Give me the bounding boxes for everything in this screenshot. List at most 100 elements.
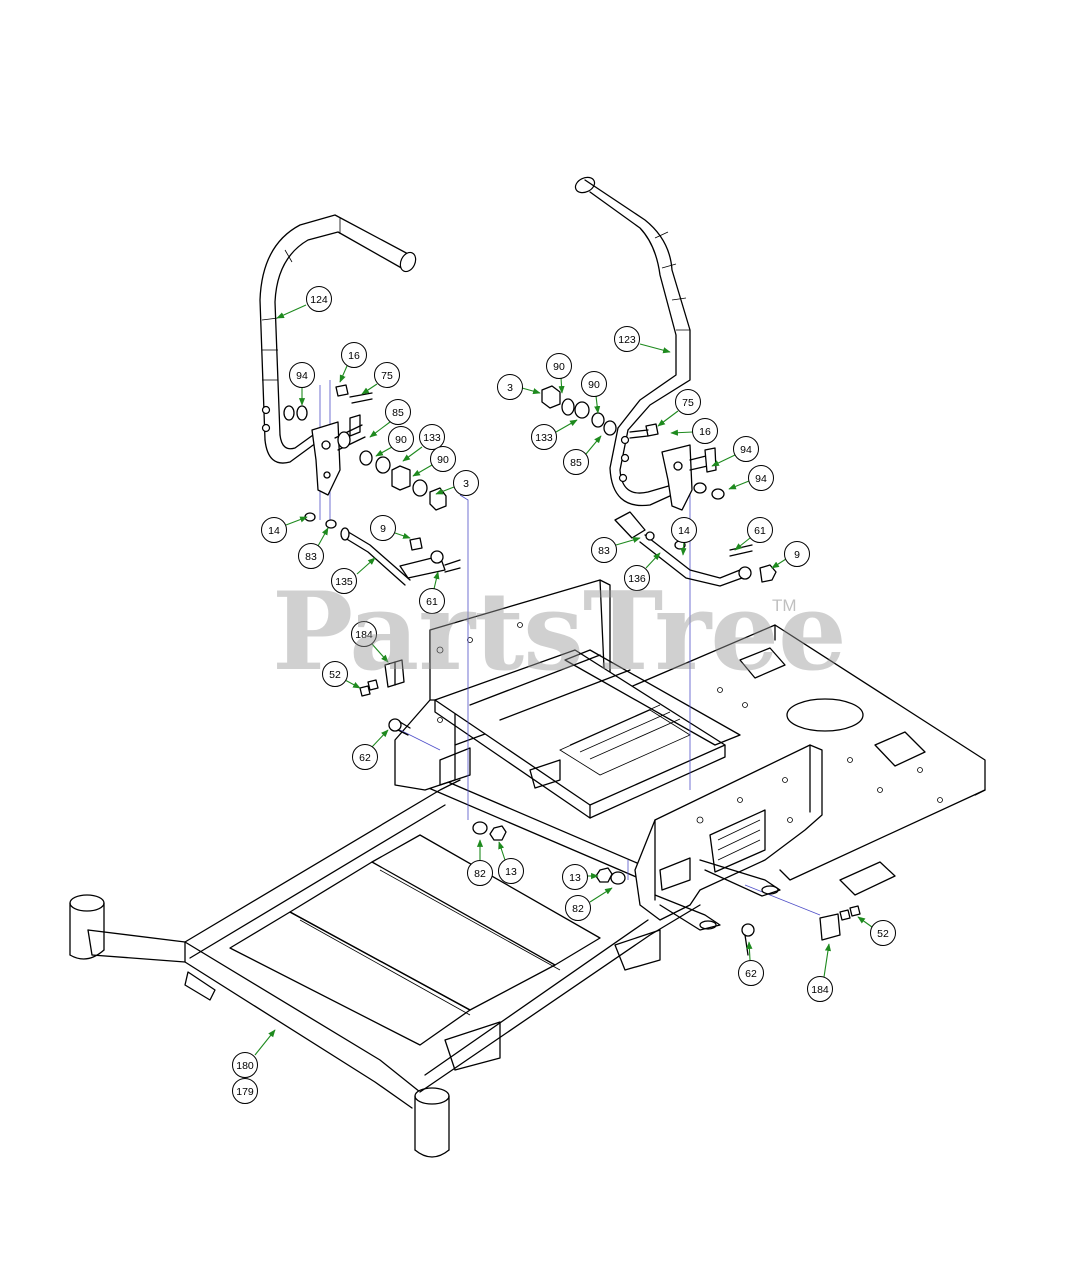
- callout-arrow: [711, 454, 736, 467]
- callout-62[interactable]: 62: [738, 941, 764, 986]
- interlock-switch-left: [359, 659, 405, 697]
- callout-82[interactable]: 82: [467, 839, 493, 886]
- callout-62[interactable]: 62: [352, 729, 389, 770]
- callout-label: 184: [811, 984, 829, 996]
- callout-label: 14: [268, 525, 280, 537]
- callout-circle: [306, 286, 332, 312]
- callout-180[interactable]: 180: [232, 1029, 276, 1078]
- callout-circle: [784, 541, 810, 567]
- frame-assembly: [69, 769, 701, 1158]
- callout-label: 94: [740, 444, 752, 456]
- callout-179[interactable]: 179: [232, 1078, 258, 1104]
- callout-label: 90: [553, 361, 565, 373]
- callout-arrow: [412, 464, 433, 477]
- callout-arrow: [344, 679, 361, 689]
- left-control-lever: [259, 214, 417, 496]
- callout-label: 90: [588, 379, 600, 391]
- callout-13[interactable]: 13: [562, 864, 599, 890]
- callout-arrow: [657, 410, 679, 427]
- callout-circle: [562, 864, 588, 890]
- callout-circle: [419, 424, 445, 450]
- callout-label: 136: [628, 573, 646, 585]
- callout-3[interactable]: 3: [435, 470, 479, 496]
- callout-133[interactable]: 133: [402, 424, 445, 462]
- callout-85[interactable]: 85: [563, 435, 602, 475]
- callout-arrow: [285, 516, 308, 526]
- callout-label: 180: [236, 1060, 254, 1072]
- callout-label: 52: [329, 669, 341, 681]
- callout-90[interactable]: 90: [412, 446, 456, 477]
- callout-9[interactable]: 9: [771, 541, 810, 569]
- right-hardware: [541, 385, 777, 587]
- callout-83[interactable]: 83: [298, 527, 329, 569]
- callout-arrow: [402, 446, 423, 462]
- callout-circle: [351, 621, 377, 647]
- callout-9[interactable]: 9: [370, 515, 411, 541]
- callout-circle: [498, 858, 524, 884]
- callout-82[interactable]: 82: [565, 887, 613, 921]
- callout-133[interactable]: 133: [531, 419, 578, 450]
- callout-arrow: [680, 540, 687, 556]
- callout-16[interactable]: 16: [670, 418, 718, 444]
- callout-label: 83: [305, 551, 317, 563]
- washer-nut-center: [472, 821, 626, 885]
- callout-circle: [870, 920, 896, 946]
- callout-184[interactable]: 184: [351, 621, 389, 663]
- callout-arrow: [555, 419, 578, 433]
- callout-circle: [453, 470, 479, 496]
- callout-3[interactable]: 3: [497, 374, 541, 400]
- callout-184[interactable]: 184: [807, 943, 833, 1002]
- callout-75[interactable]: 75: [657, 389, 701, 427]
- callout-label: 90: [437, 454, 449, 466]
- callout-circle: [352, 744, 378, 770]
- rear-deck-plate: [599, 624, 986, 896]
- callout-circle: [733, 436, 759, 462]
- callout-circle: [341, 342, 367, 368]
- callout-circle: [388, 426, 414, 452]
- callout-circle: [430, 446, 456, 472]
- callout-94[interactable]: 94: [289, 362, 315, 406]
- callout-94[interactable]: 94: [728, 465, 774, 491]
- callout-85[interactable]: 85: [369, 399, 411, 438]
- callout-13[interactable]: 13: [498, 841, 524, 884]
- callout-136[interactable]: 136: [624, 552, 661, 591]
- callout-135[interactable]: 135: [331, 557, 376, 594]
- callout-arrow: [670, 429, 694, 436]
- right-console-panel: [634, 744, 823, 921]
- callout-75[interactable]: 75: [361, 362, 400, 395]
- callout-123[interactable]: 123: [614, 326, 671, 354]
- callout-94[interactable]: 94: [711, 436, 759, 467]
- callout-90[interactable]: 90: [375, 426, 414, 457]
- callout-14[interactable]: 14: [261, 516, 308, 543]
- callout-arrow: [558, 377, 565, 394]
- callout-52[interactable]: 52: [857, 916, 896, 946]
- callout-label: 94: [296, 370, 308, 382]
- callout-label: 13: [569, 872, 581, 884]
- callout-circle: [374, 362, 400, 388]
- callout-83[interactable]: 83: [591, 536, 641, 563]
- callout-circle: [531, 424, 557, 450]
- callout-label: 14: [678, 525, 690, 537]
- callout-circle: [467, 860, 493, 886]
- callout-61[interactable]: 61: [419, 571, 445, 614]
- callout-arrow: [615, 536, 641, 546]
- callout-90[interactable]: 90: [581, 371, 607, 414]
- callout-circle: [581, 371, 607, 397]
- callout-circle: [298, 543, 324, 569]
- callout-90[interactable]: 90: [546, 353, 572, 394]
- seat-support: [434, 649, 741, 819]
- callout-label: 75: [381, 370, 393, 382]
- callout-label: 62: [745, 968, 757, 980]
- callout-label: 3: [463, 478, 469, 490]
- callout-52[interactable]: 52: [322, 661, 361, 689]
- callout-circle: [419, 588, 445, 614]
- callout-arrow: [857, 916, 873, 928]
- callout-arrow: [276, 304, 307, 319]
- callout-61[interactable]: 61: [734, 517, 773, 551]
- callout-14[interactable]: 14: [671, 517, 697, 556]
- callout-circle: [232, 1078, 258, 1104]
- callout-arrow: [498, 841, 506, 861]
- callout-16[interactable]: 16: [339, 342, 367, 383]
- callout-124[interactable]: 124: [276, 286, 332, 319]
